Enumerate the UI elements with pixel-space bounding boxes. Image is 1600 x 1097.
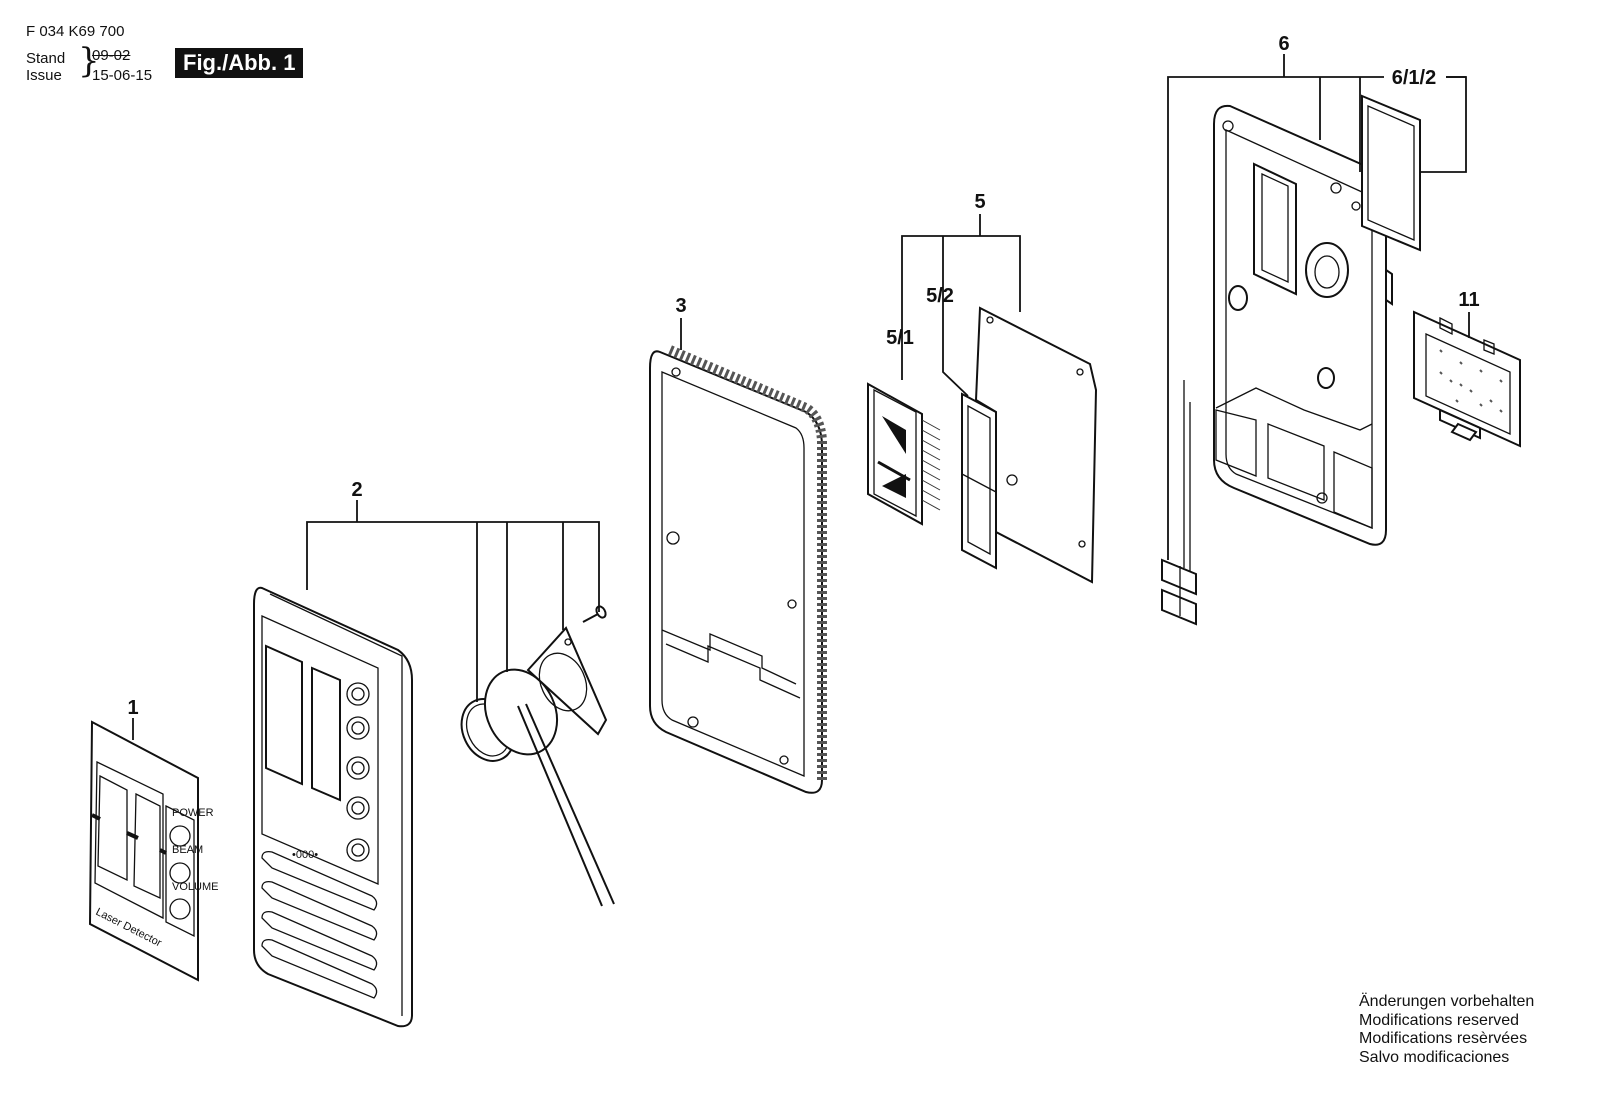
footer-line-en: Modifications reserved: [1359, 1011, 1520, 1029]
part-2-lens-disc: [484, 668, 615, 907]
leader-2: [306, 500, 600, 702]
part-2-mounting-plate: [526, 626, 608, 736]
stand-label: Stand: [26, 50, 66, 67]
display-mark: •000•: [292, 849, 318, 861]
figure-tag: Fig./Abb. 1: [175, 48, 304, 78]
part-5-2-sensor-bar: [961, 392, 997, 570]
callout-6: 6: [1278, 33, 1289, 55]
part-6-1-2-gasket-pad: [1361, 94, 1421, 252]
part-number: F 034 K69 700: [26, 23, 125, 40]
callout-5: 5: [974, 191, 985, 213]
part-5-1-sensor-window: [867, 382, 941, 526]
part-6-wire-connector: [1161, 380, 1197, 626]
part-5-circuit-board: [974, 306, 1098, 584]
part-6-rear-housing: [1213, 104, 1393, 546]
part-2-screw: [582, 605, 607, 623]
button-power-label: POWER: [172, 807, 214, 819]
part-11-battery-cover: [1413, 310, 1521, 448]
button-volume-label: VOLUME: [172, 881, 218, 893]
callout-5-1: 5/1: [886, 327, 914, 349]
part-2-front-housing: •000•: [253, 586, 413, 1028]
callout-5-2: 5/2: [926, 285, 954, 307]
footer-line-es: Salvo modificaciones: [1359, 1048, 1510, 1066]
part-3-rubber-frame: [649, 345, 827, 794]
callout-6-1-2: 6/1/2: [1392, 67, 1436, 89]
leader-5: [901, 214, 1021, 397]
callout-2: 2: [351, 479, 362, 501]
callout-6-1-2-background: [1384, 64, 1446, 88]
callout-3: 3: [675, 295, 686, 317]
part-1-label-sticker: POWER BEAM VOLUME Laser Detector: [88, 720, 218, 982]
button-beam-label: BEAM: [172, 844, 203, 856]
brace-symbol: }: [78, 41, 100, 81]
issue-label: Issue: [26, 67, 62, 84]
old-date: 09-02: [92, 47, 131, 64]
issue-date: 15-06-15: [92, 67, 153, 84]
modifications-note: Änderungen vorbehalten Modifications res…: [1359, 993, 1534, 1067]
footer-line-de: Änderungen vorbehalten: [1359, 993, 1535, 1010]
callout-1: 1: [127, 697, 138, 719]
footer-line-fr: Modifications resèrvées: [1359, 1030, 1528, 1047]
callout-11: 11: [1458, 289, 1479, 311]
